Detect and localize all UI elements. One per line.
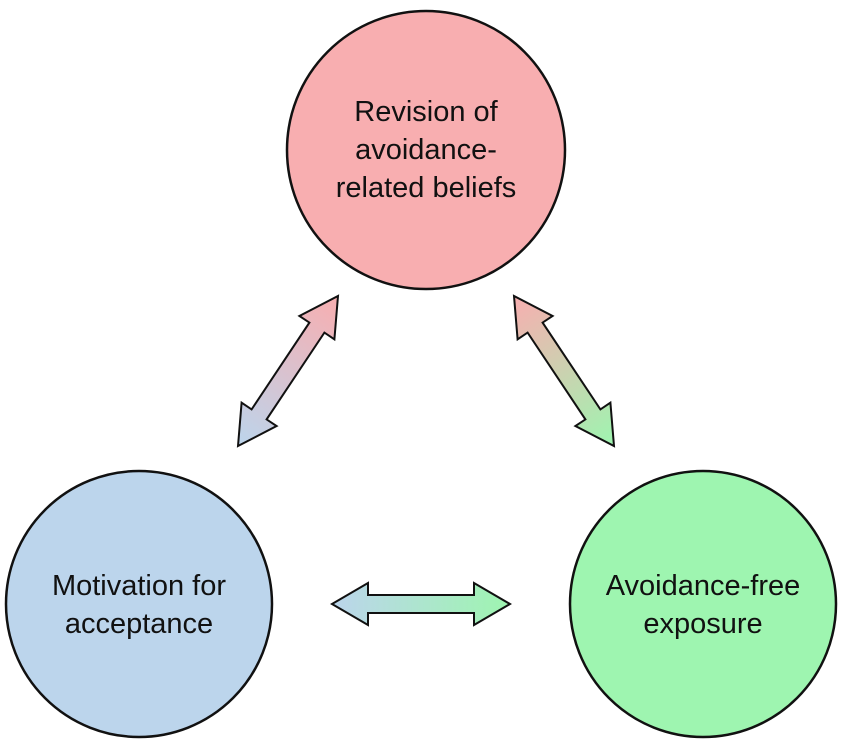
- node-top-label: Revision of avoidance- related beliefs: [296, 80, 556, 220]
- node-left-line-1: Motivation for: [51, 570, 227, 602]
- node-left-line-2: acceptance: [64, 608, 214, 640]
- node-top-circle: [285, 9, 567, 291]
- node-top-line-2: avoidance-: [355, 134, 497, 166]
- arrow-left-right: [330, 581, 512, 627]
- node-left-circle: [4, 469, 274, 739]
- node-right-line-1: Avoidance-free: [605, 570, 801, 602]
- node-top-line-3: related beliefs: [335, 172, 517, 204]
- arrow-top-right: [512, 294, 616, 448]
- node-left-label: Motivation for acceptance: [14, 560, 264, 650]
- node-right-label: Avoidance-free exposure: [578, 560, 828, 650]
- node-right-line-2: exposure: [643, 608, 763, 640]
- node-top-line-1: Revision of: [354, 96, 498, 128]
- arrow-left-top: [236, 294, 340, 448]
- node-right-circle: [568, 469, 838, 739]
